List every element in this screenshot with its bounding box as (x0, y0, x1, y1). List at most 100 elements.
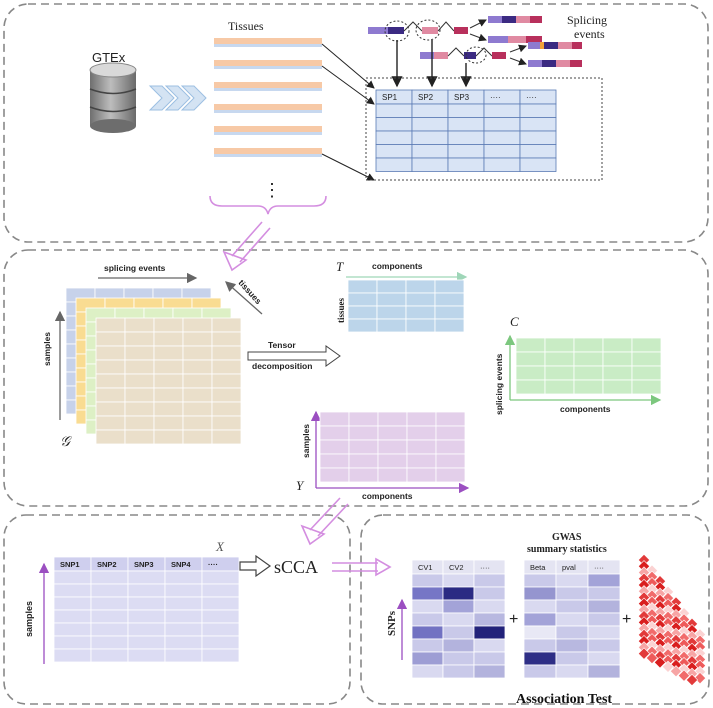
matrix-cell (515, 337, 546, 353)
ld-cell (669, 665, 683, 678)
matrix-cell (406, 425, 437, 441)
ld-cell (685, 661, 699, 674)
y-samples-label: samples (301, 424, 311, 458)
matrix-cell (483, 144, 521, 159)
c-symbol: C (510, 314, 519, 329)
plus-sign-1: + (509, 611, 518, 628)
tissue-slice (214, 126, 322, 135)
c-matrix (515, 337, 662, 395)
gwas-cell (587, 638, 621, 653)
matrix-cell (201, 622, 240, 637)
matrix-cell (124, 429, 155, 445)
t-tissues-label: tissues (336, 297, 346, 323)
gwas-cell (587, 573, 621, 588)
ld-cell (693, 672, 707, 685)
matrix-cell (519, 144, 557, 159)
t-matrix (347, 279, 465, 333)
matrix-cell (182, 317, 213, 333)
header-label: CV1 (418, 563, 433, 572)
matrix-cell (124, 317, 155, 333)
matrix-cell (519, 157, 557, 172)
matrix-cell (153, 401, 184, 417)
t-symbol: T (336, 259, 344, 274)
matrix-cell (211, 345, 242, 361)
matrix-cell (164, 622, 203, 637)
ld-cell (669, 615, 683, 628)
ld-cell (661, 617, 675, 630)
tissue-to-table-arrows (321, 43, 375, 181)
matrix-cell (182, 331, 213, 347)
ld-cell (637, 560, 651, 573)
ld-cell (645, 626, 659, 640)
ld-cell (669, 608, 683, 622)
ld-cell (677, 663, 691, 676)
cv-cell (473, 612, 506, 627)
matrix-cell (319, 425, 350, 441)
header-cell (587, 559, 621, 575)
ld-cell (677, 607, 691, 620)
ld-cell (653, 600, 667, 613)
matrix-cell (447, 157, 485, 172)
ld-cell (677, 632, 691, 645)
matrix-cell (573, 337, 604, 353)
matrix-cell (127, 583, 166, 598)
matrix-cell (434, 279, 465, 294)
matrix-cell (434, 318, 465, 333)
ld-cell (653, 612, 667, 625)
matrix-cell (405, 318, 436, 333)
matrix-cell (182, 359, 213, 375)
matrix-cell (435, 425, 466, 441)
header-label: CV2 (449, 563, 464, 572)
matrix-cell (127, 648, 166, 663)
ld-cell (677, 638, 691, 651)
matrix-cell (406, 453, 437, 469)
matrix-cell (124, 359, 155, 375)
matrix-cell (211, 401, 242, 417)
matrix-cell (153, 373, 184, 389)
ld-cell (637, 603, 651, 617)
matrix-cell (515, 365, 546, 381)
matrix-cell (95, 373, 126, 389)
ld-cell (661, 641, 675, 655)
tissues-axis-label: tissues (237, 278, 264, 307)
matrix-cell (348, 425, 379, 441)
header-label: ···· (480, 563, 490, 572)
matrix-cell (95, 359, 126, 375)
sCCA-input-arrow (239, 554, 272, 578)
ld-cell (693, 628, 707, 641)
matrix-cell (435, 453, 466, 469)
ld-cell (637, 641, 651, 654)
matrix-cell (164, 583, 203, 598)
matrix-cell (406, 467, 437, 483)
matrix-cell (95, 387, 126, 403)
cv-cell (411, 599, 444, 614)
matrix-cell (90, 570, 129, 585)
matrix-cell (375, 130, 413, 145)
gwas-label-line1: GWAS (552, 532, 582, 543)
matrix-cell (519, 117, 557, 132)
gwas-cell (555, 599, 589, 614)
ld-cell (677, 657, 691, 670)
ld-cell (693, 659, 707, 672)
cv-cell (473, 625, 506, 640)
gwas-cell (555, 651, 589, 666)
header-label: ···· (594, 563, 604, 572)
tissue-slice (214, 38, 322, 47)
ld-cell (637, 578, 651, 592)
matrix-cell (182, 345, 213, 361)
ld-cell (653, 575, 667, 588)
matrix-cell (127, 596, 166, 611)
middle-panel-border (3, 249, 709, 507)
cv-cell (411, 638, 444, 653)
matrix-cell (95, 429, 126, 445)
x-samples-label: samples (24, 601, 34, 637)
ld-cell (653, 618, 667, 632)
matrix-cell (53, 609, 92, 624)
matrix-cell (483, 103, 521, 118)
header-label: ···· (526, 93, 537, 102)
ld-cell (693, 665, 707, 679)
cv-cell (411, 651, 444, 666)
cv-cell (442, 612, 475, 627)
matrix-cell (377, 425, 408, 441)
